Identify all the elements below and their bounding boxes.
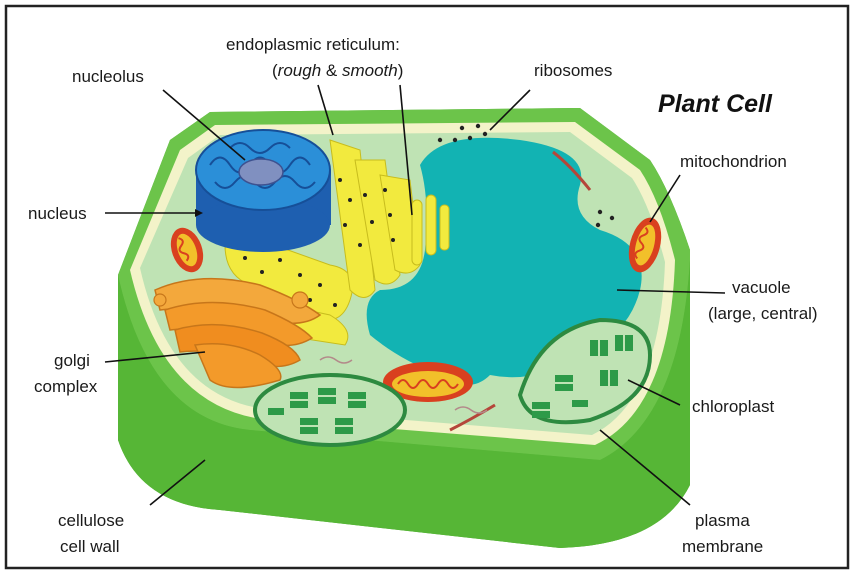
label-er-line1: endoplasmic reticulum: [226,35,400,54]
diagram-title: Plant Cell [658,90,773,118]
label-cell-wall-line2: cell wall [60,537,120,556]
label-vacuole-line2: (large, central) [708,304,818,323]
label-nucleolus: nucleolus [72,67,144,86]
label-golgi-line1: golgi [54,351,90,370]
label-vacuole-line1: vacuole [732,278,791,297]
label-membrane-line2: membrane [682,537,763,556]
label-mitochondrion: mitochondrion [680,152,787,171]
label-golgi-line2: complex [34,377,98,396]
nucleus [196,130,331,252]
label-chloroplast: chloroplast [692,397,774,416]
chloroplast-left [255,375,405,445]
label-membrane-line1: plasma [695,511,750,530]
label-cell-wall-line1: cellulose [58,511,124,530]
label-ribosomes: ribosomes [534,61,612,80]
label-er-line2: (rough & smooth) [272,61,403,80]
nucleolus [239,159,283,185]
label-nucleus: nucleus [28,204,87,223]
